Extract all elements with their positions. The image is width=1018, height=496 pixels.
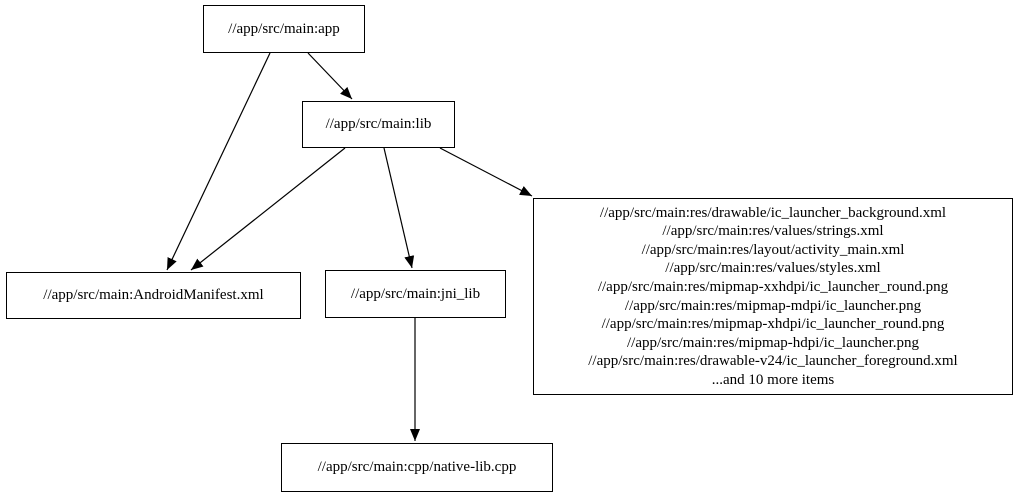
res-file-line: //app/src/main:res/mipmap-mdpi/ic_launch… (624, 297, 922, 314)
res-file-line: //app/src/main:res/drawable/ic_launcher_… (599, 204, 947, 221)
res-file-line: //app/src/main:res/values/styles.xml (665, 260, 881, 277)
edge-app-lib (307, 52, 353, 100)
edge-lib-res (439, 147, 533, 197)
node-jni-lib-label: //app/src/main:jni_lib (350, 285, 481, 302)
res-file-line: //app/src/main:res/values/strings.xml (662, 223, 884, 240)
node-app: //app/src/main:app (203, 5, 365, 53)
node-native-lib-cpp: //app/src/main:cpp/native-lib.cpp (281, 443, 553, 492)
res-more-items-line: ...and 10 more items (711, 371, 835, 388)
edge-lib-jni-lib (383, 147, 415, 269)
node-res-files: //app/src/main:res/drawable/ic_launcher_… (533, 198, 1013, 395)
node-android-manifest-label: //app/src/main:AndroidManifest.xml (43, 287, 264, 303)
res-file-line: //app/src/main:res/mipmap-xhdpi/ic_launc… (601, 316, 945, 333)
node-native-lib-cpp-label: //app/src/main:cpp/native-lib.cpp (317, 459, 517, 475)
edge-app-manifest (166, 52, 271, 271)
res-file-line: //app/src/main:res/layout/activity_main.… (641, 241, 905, 258)
node-android-manifest: //app/src/main:AndroidManifest.xml (6, 272, 301, 319)
res-file-line: //app/src/main:res/mipmap-xxhdpi/ic_laun… (597, 278, 949, 295)
edge-lib-manifest (190, 147, 346, 271)
res-file-line: //app/src/main:res/drawable-v24/ic_launc… (588, 353, 958, 370)
node-lib: //app/src/main:lib (302, 101, 455, 148)
node-app-label: //app/src/main:app (228, 20, 340, 37)
node-jni-lib: //app/src/main:jni_lib (325, 270, 506, 318)
node-lib-label: //app/src/main:lib (325, 116, 432, 132)
res-file-line: //app/src/main:res/mipmap-hdpi/ic_launch… (626, 334, 919, 351)
